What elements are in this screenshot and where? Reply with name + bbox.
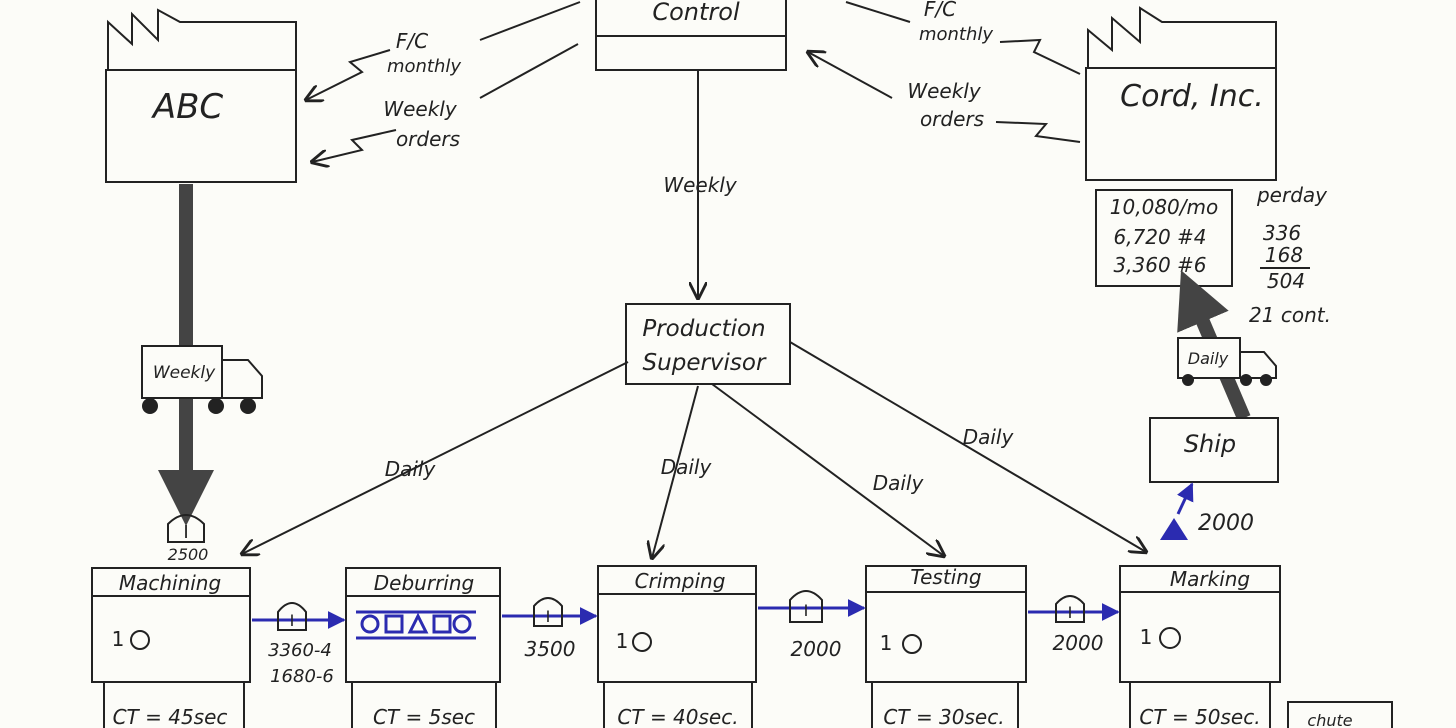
inventory-raw: I 2500: [167, 514, 209, 564]
perday-value-2: 168: [1265, 243, 1303, 267]
factory-roof-right: [1087, 6, 1277, 68]
fc-right-sub: monthly: [919, 24, 993, 45]
operator-icon: [130, 630, 150, 650]
inventory-raw-value: 2500: [168, 545, 209, 564]
process-name-deburring: Deburring: [374, 571, 474, 595]
supplier-cord-box: [1085, 67, 1277, 181]
operator-count-testing: 1: [880, 631, 893, 655]
ct-deburring: CT = 5sec: [373, 705, 475, 728]
demand-line2: 6,720 #4: [1113, 225, 1206, 249]
fc-left-sub: monthly: [387, 56, 461, 77]
daily-schedules: Daily Daily Daily Daily: [242, 341, 1146, 558]
ct-marking: CT = 50sec.: [1139, 705, 1260, 728]
operator-count-machining: 1: [112, 627, 125, 651]
inv-deb-symbol: I: [546, 607, 551, 626]
process-name-crimping: Crimping: [635, 569, 726, 593]
daily-label-3: Daily: [873, 471, 925, 495]
corner-note: chute: [1287, 701, 1393, 728]
operator-icon: [632, 632, 652, 652]
supplier-cord-label: Cord, Inc.: [1120, 79, 1264, 114]
shipment-flow-left: Weekly: [141, 184, 263, 526]
daily-label-1: Daily: [385, 457, 437, 481]
customer-demand: 10,080/mo 6,720 #4 3,360 #6 perday 336 1…: [1095, 183, 1331, 327]
orders-left-sub: orders: [396, 127, 460, 151]
containers-label: 21 cont.: [1249, 303, 1331, 327]
inv-crimp-value: 2000: [791, 637, 842, 661]
operator-icon: [902, 634, 922, 654]
demand-line1: 10,080/mo: [1110, 195, 1218, 219]
info-flow-left: F/C monthly Weekly orders: [306, 1, 581, 162]
supplier-abc-box: [105, 69, 297, 183]
process-name-marking: Marking: [1170, 567, 1250, 591]
control-label: Control: [652, 0, 740, 26]
supervisor-box: [625, 303, 791, 385]
ct-testing: CT = 30sec.: [883, 705, 1004, 728]
supplier-abc-label: ABC: [151, 87, 224, 127]
inv-mach-value-1: 3360-4: [268, 640, 332, 661]
inv-test-value: 2000: [1053, 631, 1104, 655]
daily-label-4: Daily: [963, 425, 1015, 449]
corner-note-text: chute: [1307, 711, 1352, 728]
shipment-flow-right: Daily: [1177, 270, 1277, 421]
fc-right-label: F/C: [924, 0, 956, 21]
truck-daily: Daily: [1177, 337, 1277, 386]
inventory-after-crimping: I 2000: [758, 590, 866, 661]
orders-left-label: Weekly: [383, 97, 458, 121]
perday-value-3: 504: [1267, 269, 1305, 293]
inv-crimp-symbol: I: [804, 601, 809, 620]
ct-machining: CT = 45sec: [113, 705, 228, 728]
operator-icon: [1159, 627, 1181, 649]
perday-label: perday: [1256, 183, 1328, 207]
ct-crimping: CT = 40sec.: [617, 705, 738, 728]
inv-deb-value: 3500: [525, 637, 576, 661]
ship-label: Ship: [1184, 430, 1236, 458]
inventory-raw-symbol: I: [183, 522, 188, 543]
process-machining: Machining 1 CT = 45sec: [91, 567, 251, 728]
daily-label-2: Daily: [661, 455, 713, 479]
weekly-down-label: Weekly: [663, 173, 738, 197]
process-name-testing: Testing: [910, 565, 981, 589]
operator-count-marking: 1: [1140, 625, 1153, 649]
shipping: Ship 2000: [1149, 417, 1279, 540]
process-name-machining: Machining: [119, 571, 221, 595]
truck-daily-label: Daily: [1188, 349, 1229, 368]
inventory-after-machining: I 3360-4 1680-6: [252, 602, 346, 687]
process-testing: Testing 1 CT = 30sec.: [865, 565, 1027, 728]
info-flow-right: F/C monthly Weekly orders: [808, 0, 1081, 143]
truck-weekly: Weekly: [141, 345, 263, 414]
ship-box: [1149, 417, 1279, 483]
process-crimping: Crimping 1 CT = 40sec.: [597, 565, 757, 728]
production-supervisor: Production Supervisor: [625, 303, 791, 385]
fc-left-label: F/C: [396, 29, 428, 53]
supervisor-line1: Production: [642, 316, 765, 342]
kanban-icons: [356, 610, 476, 640]
perday-value-1: 336: [1263, 221, 1301, 245]
supplier-cord: Cord, Inc.: [1085, 6, 1277, 181]
weekly-schedule-flow: Weekly: [663, 70, 738, 298]
inv-mach-value-2: 1680-6: [270, 666, 334, 687]
inventory-after-testing: I 2000: [1028, 595, 1120, 655]
orders-right-sub: orders: [920, 107, 984, 131]
orders-right-label: Weekly: [907, 79, 982, 103]
production-control: Control: [595, 0, 787, 71]
supplier-abc: ABC: [105, 8, 297, 183]
demand-box: [1095, 189, 1233, 287]
supervisor-line2: Supervisor: [643, 350, 767, 376]
operator-count-crimping: 1: [616, 629, 629, 653]
process-marking: Marking 1 CT = 50sec.: [1119, 565, 1281, 728]
inv-mach-symbol: I: [290, 611, 295, 630]
inventory-after-deburring: I 3500: [502, 597, 598, 661]
process-deburring: Deburring CT = 5sec: [345, 567, 501, 728]
demand-line3: 3,360 #6: [1113, 253, 1206, 277]
truck-weekly-label: Weekly: [153, 363, 216, 383]
factory-roof-left: [107, 8, 297, 70]
inv-test-symbol: I: [1068, 603, 1073, 622]
ship-inventory: 2000: [1198, 511, 1254, 536]
